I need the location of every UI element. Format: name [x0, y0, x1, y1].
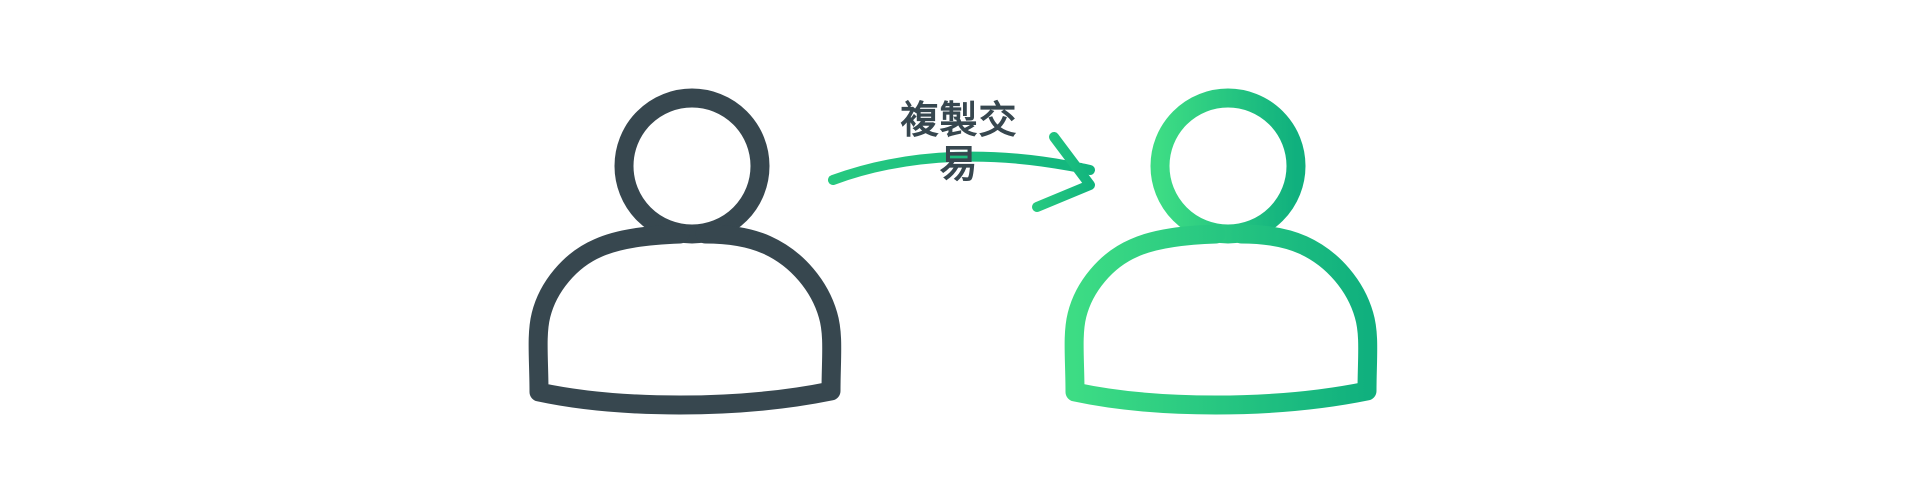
target-user-body	[1064, 224, 1378, 415]
target-user-head	[1150, 88, 1306, 244]
source-user-body	[528, 224, 842, 415]
source-user-icon	[528, 88, 842, 415]
copy-trading-label: 複製交易	[900, 98, 1018, 186]
source-user-head	[614, 88, 770, 244]
target-user-icon	[1064, 88, 1378, 415]
copy-arrow-head	[1032, 132, 1095, 212]
